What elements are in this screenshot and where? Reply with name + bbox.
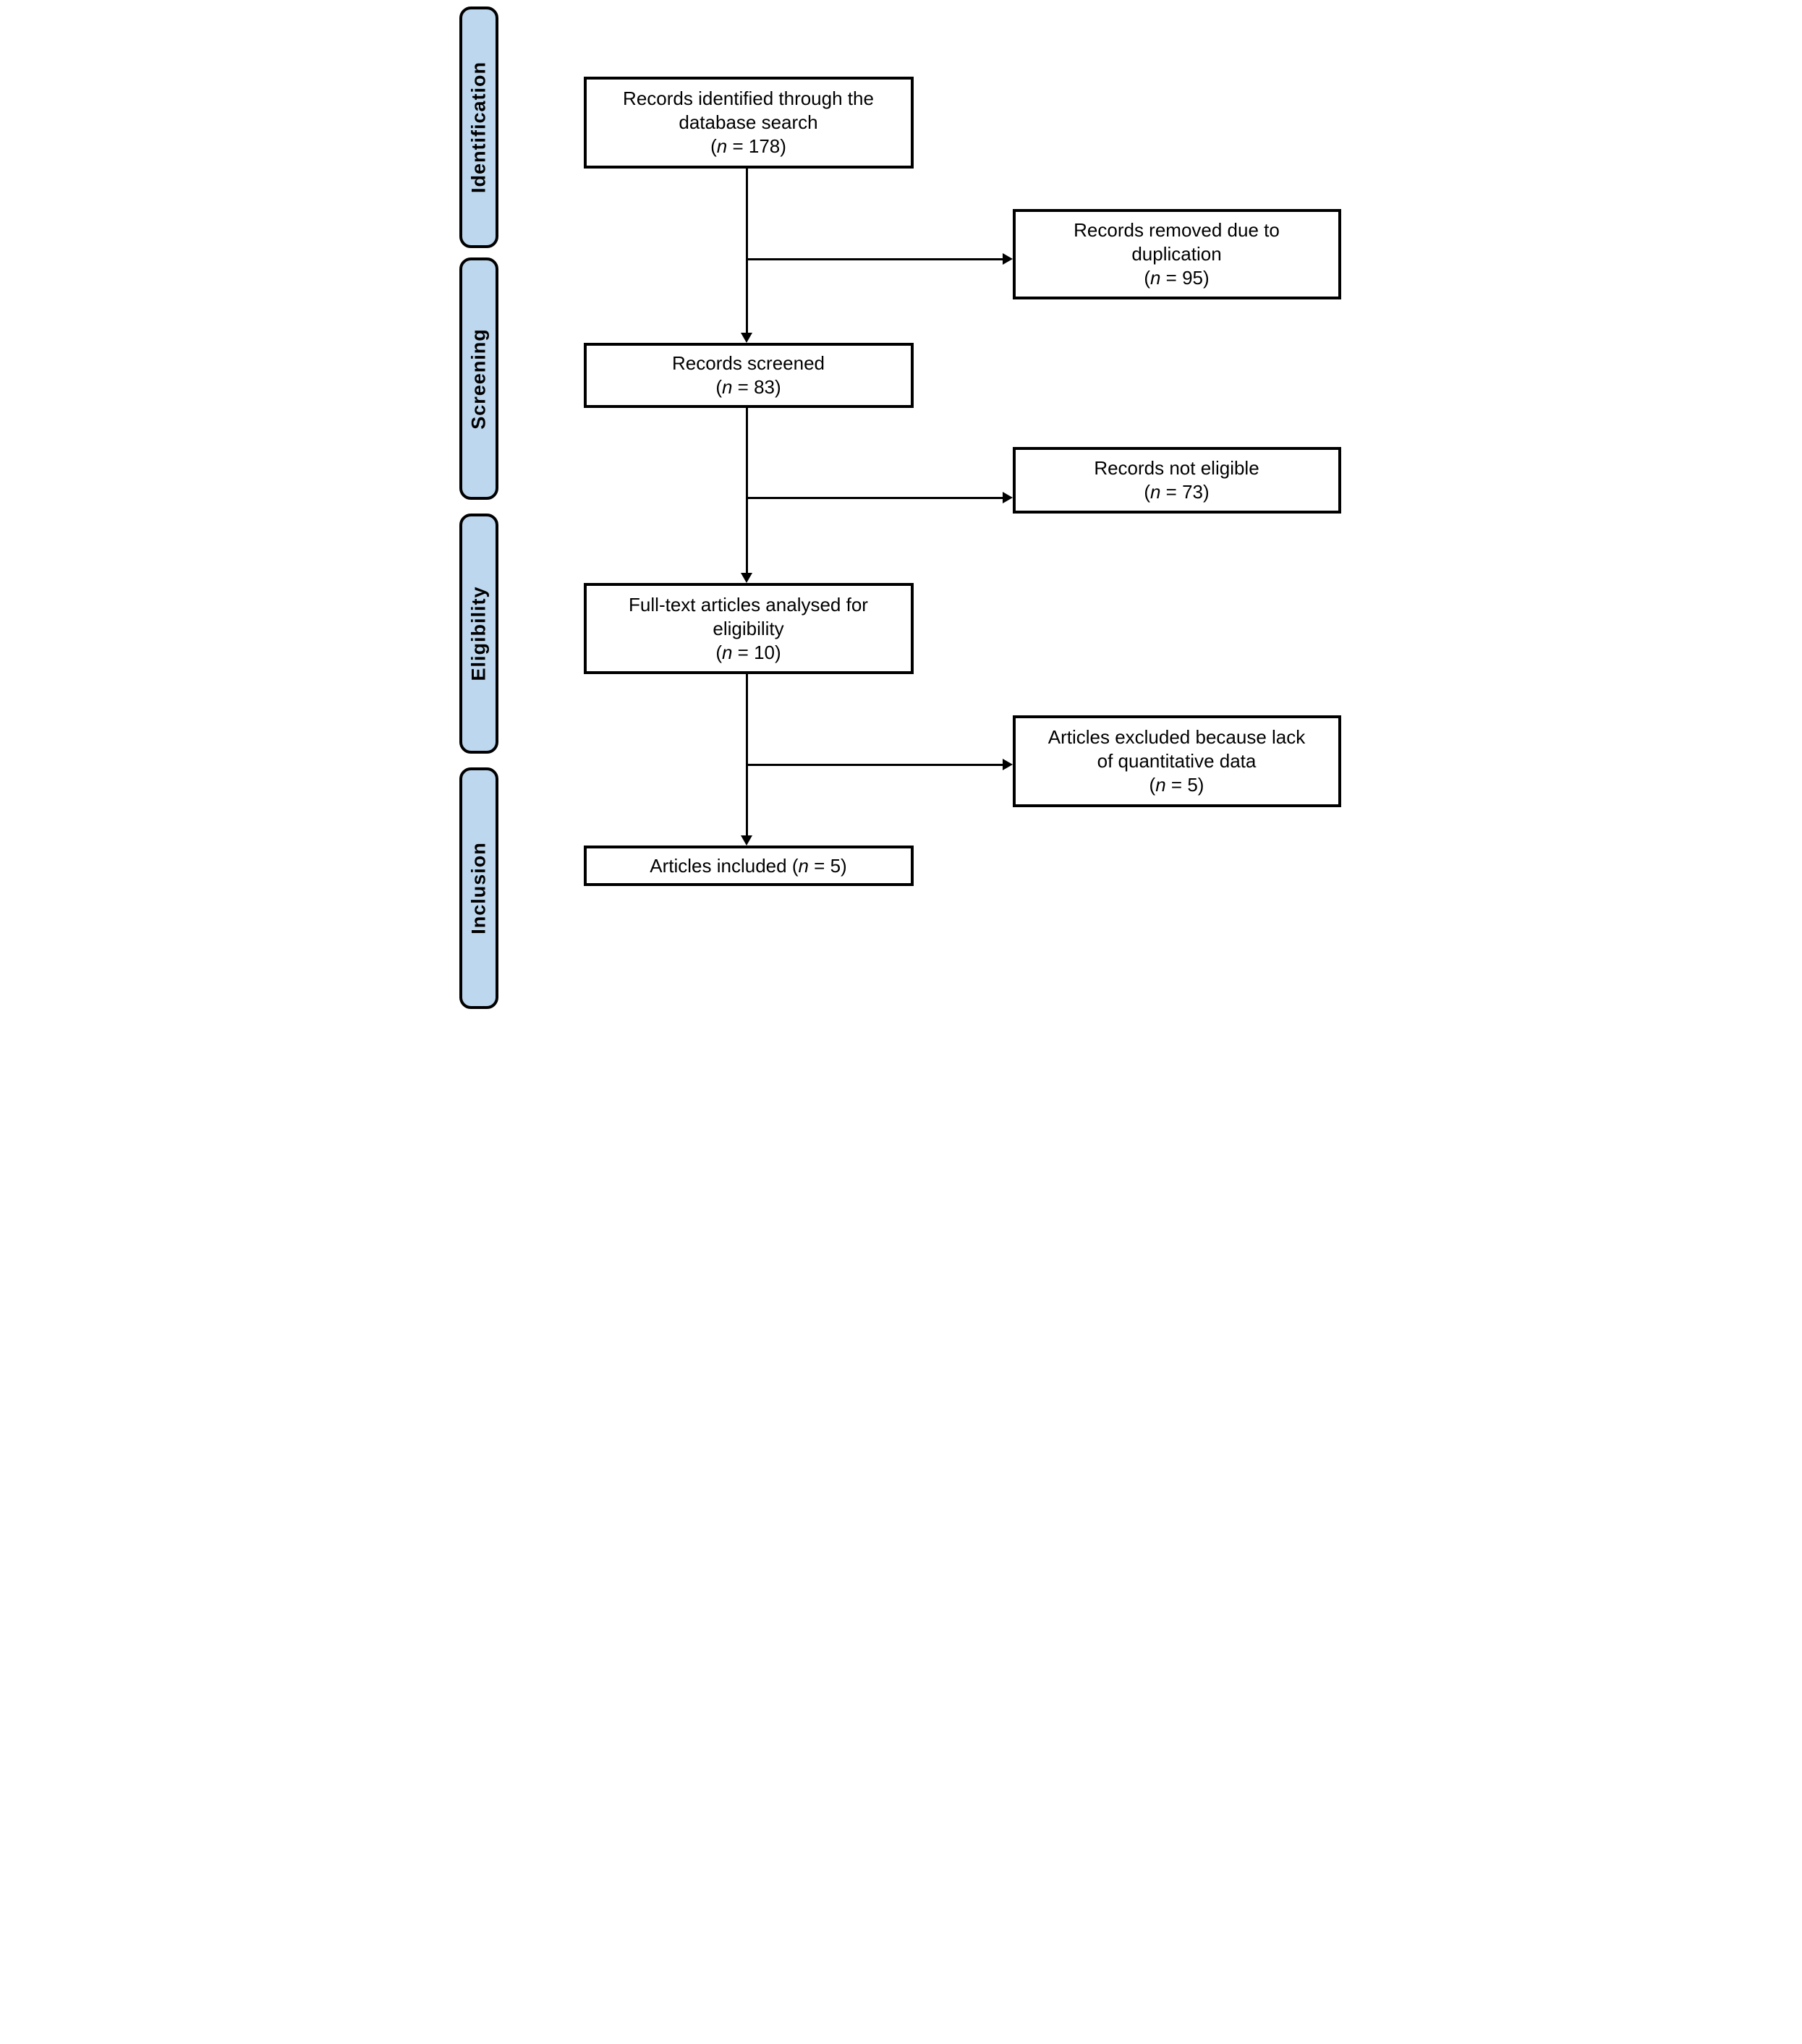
- stage-identification-label: Identification: [467, 61, 489, 193]
- box-records-screened: Records screened (n = 83): [583, 343, 914, 408]
- box-articles-excluded-line: of quantitative data: [1097, 750, 1257, 772]
- stage-inclusion-label: Inclusion: [467, 842, 489, 934]
- box-records-identified-line: Records identified through the: [623, 88, 874, 109]
- connector-fulltext-to-included: [745, 674, 748, 835]
- arrowhead-right-icon: [1002, 759, 1013, 770]
- stage-screening-label: Screening: [467, 328, 489, 430]
- box-records-not-eligible-count: (n = 73): [1144, 481, 1210, 503]
- box-fulltext-analysed-line: Full-text articles analysed for: [629, 593, 868, 616]
- box-fulltext-analysed-count: (n = 10): [715, 641, 781, 663]
- stage-eligibility-label: Eligibility: [467, 586, 489, 681]
- box-records-screened-count: (n = 83): [715, 376, 781, 398]
- box-fulltext-analysed-line: eligibility: [713, 617, 784, 639]
- box-records-not-eligible: Records not eligible (n = 73): [1012, 447, 1341, 514]
- stage-eligibility: Eligibility: [459, 514, 498, 754]
- connector-identified-to-screened: [745, 169, 748, 333]
- box-fulltext-analysed: Full-text articles analysed for eligibil…: [583, 583, 914, 674]
- arrowhead-down-icon: [740, 333, 752, 343]
- box-records-removed-line: Records removed due to: [1074, 219, 1280, 241]
- stage-inclusion: Inclusion: [459, 767, 498, 1009]
- box-articles-excluded-line: Articles excluded because lack: [1047, 726, 1306, 748]
- box-records-removed-line: duplication: [1131, 243, 1222, 265]
- box-records-removed-duplication: Records removed due to duplication (n = …: [1012, 209, 1341, 299]
- box-records-identified: Records identified through the database …: [583, 77, 914, 169]
- box-articles-excluded-count: (n = 5): [1149, 774, 1204, 796]
- box-records-screened-line: Records screened: [672, 352, 825, 374]
- stage-screening: Screening: [459, 257, 498, 500]
- stage-identification: Identification: [459, 7, 498, 248]
- box-articles-excluded: Articles excluded because lack of quanti…: [1012, 715, 1341, 807]
- arrowhead-right-icon: [1002, 253, 1013, 265]
- box-records-identified-count: (n = 178): [710, 135, 786, 157]
- connector-to-excluded: [746, 764, 1003, 766]
- arrowhead-down-icon: [740, 835, 752, 846]
- connector-to-removed-duplication: [746, 258, 1003, 260]
- connector-to-not-eligible: [746, 497, 1003, 499]
- box-records-not-eligible-line: Records not eligible: [1094, 457, 1259, 479]
- box-articles-included-line: Articles included (n = 5): [650, 854, 847, 877]
- box-records-removed-count: (n = 95): [1144, 267, 1210, 289]
- arrowhead-right-icon: [1002, 492, 1013, 503]
- box-articles-included: Articles included (n = 5): [583, 846, 914, 886]
- box-records-identified-line: database search: [679, 111, 818, 133]
- connector-screened-to-fulltext: [745, 408, 748, 573]
- prisma-flow-diagram: Identification Screening Eligibility Inc…: [450, 0, 1352, 1022]
- arrowhead-down-icon: [740, 573, 752, 583]
